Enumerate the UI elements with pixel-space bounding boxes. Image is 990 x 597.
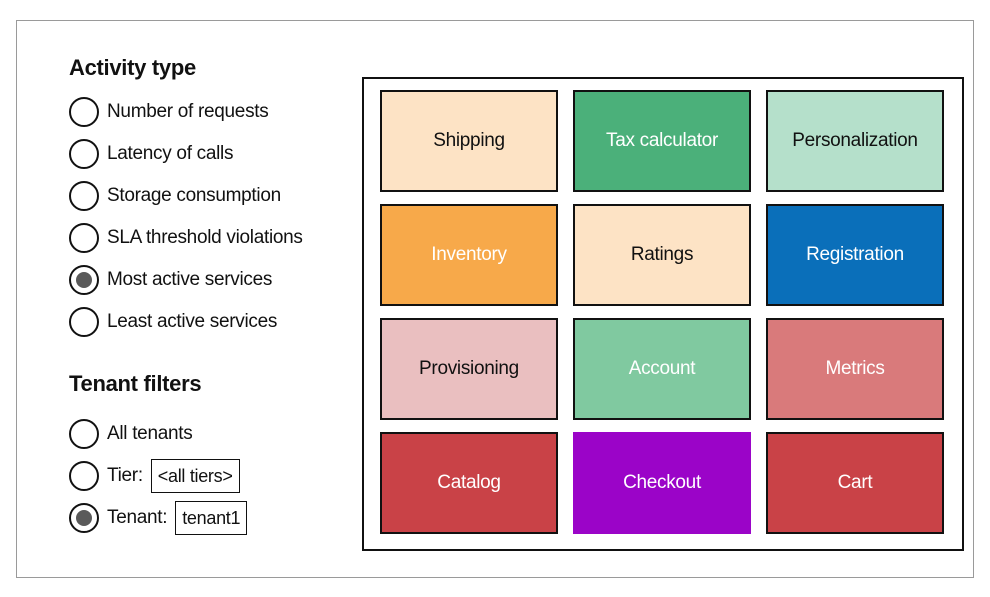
activity-option-storage-consumption[interactable]: Storage consumption xyxy=(69,175,349,217)
radio-button[interactable] xyxy=(69,223,99,253)
filter-option-tenant[interactable]: Tenant: tenant1 xyxy=(69,497,349,539)
service-grid: Shipping Tax calculator Personalization … xyxy=(362,77,964,551)
filter-option-all-tenants[interactable]: All tenants xyxy=(69,413,349,455)
control-panel: Activity type Number of requests Latency… xyxy=(69,55,349,539)
tile-account[interactable]: Account xyxy=(573,318,751,420)
tile-inventory[interactable]: Inventory xyxy=(380,204,558,306)
radio-button-selected[interactable] xyxy=(69,503,99,533)
tile-provisioning[interactable]: Provisioning xyxy=(380,318,558,420)
activity-option-most-active-services[interactable]: Most active services xyxy=(69,259,349,301)
radio-selected-dot xyxy=(76,272,92,288)
option-label: Tier: xyxy=(107,465,143,486)
option-label: Tenant: xyxy=(107,507,168,528)
option-label: Most active services xyxy=(107,269,273,290)
tenant-input[interactable]: tenant1 xyxy=(175,501,248,535)
radio-selected-dot xyxy=(76,510,92,526)
option-label: Least active services xyxy=(107,311,278,332)
radio-button[interactable] xyxy=(69,307,99,337)
tile-tax-calculator[interactable]: Tax calculator xyxy=(573,90,751,192)
option-label: Number of requests xyxy=(107,101,269,122)
activity-type-title: Activity type xyxy=(69,55,196,80)
filter-option-tier[interactable]: Tier: <all tiers> xyxy=(69,455,349,497)
tile-checkout[interactable]: Checkout xyxy=(573,432,751,534)
activity-option-number-of-requests[interactable]: Number of requests xyxy=(69,91,349,133)
option-label: Latency of calls xyxy=(107,143,234,164)
radio-button-selected[interactable] xyxy=(69,265,99,295)
tile-catalog[interactable]: Catalog xyxy=(380,432,558,534)
tile-ratings[interactable]: Ratings xyxy=(573,204,751,306)
activity-option-sla-threshold-violations[interactable]: SLA threshold violations xyxy=(69,217,349,259)
figure-frame: Activity type Number of requests Latency… xyxy=(16,20,974,578)
tile-metrics[interactable]: Metrics xyxy=(766,318,944,420)
activity-option-least-active-services[interactable]: Least active services xyxy=(69,301,349,343)
radio-button[interactable] xyxy=(69,181,99,211)
radio-button[interactable] xyxy=(69,97,99,127)
radio-button[interactable] xyxy=(69,139,99,169)
tile-registration[interactable]: Registration xyxy=(766,204,944,306)
option-label: Storage consumption xyxy=(107,185,281,206)
tile-cart[interactable]: Cart xyxy=(766,432,944,534)
tile-personalization[interactable]: Personalization xyxy=(766,90,944,192)
tenant-filters-title: Tenant filters xyxy=(69,371,202,396)
radio-button[interactable] xyxy=(69,419,99,449)
option-label: All tenants xyxy=(107,423,193,444)
radio-button[interactable] xyxy=(69,461,99,491)
activity-option-latency-of-calls[interactable]: Latency of calls xyxy=(69,133,349,175)
tier-input[interactable]: <all tiers> xyxy=(150,459,240,493)
tile-shipping[interactable]: Shipping xyxy=(380,90,558,192)
option-label: SLA threshold violations xyxy=(107,227,303,248)
